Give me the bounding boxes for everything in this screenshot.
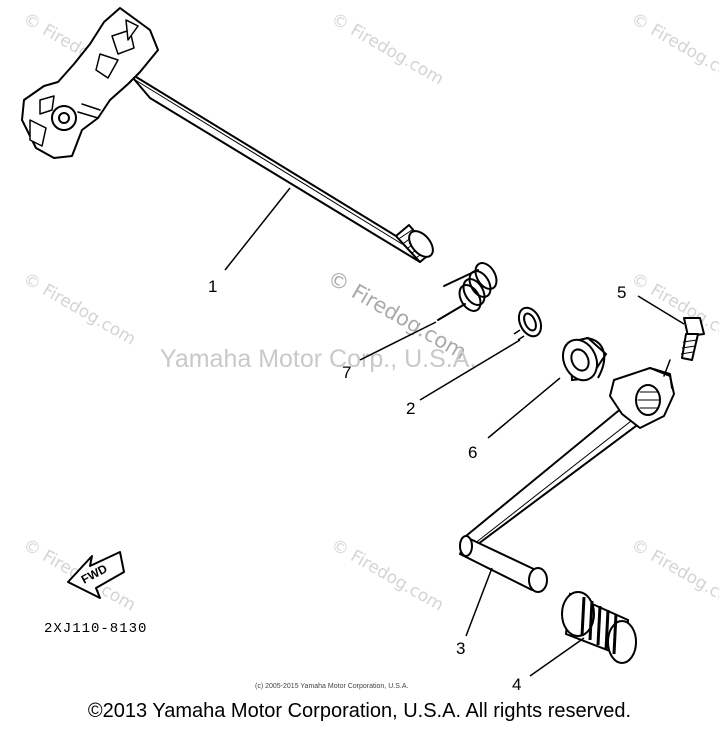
leader-line-3 [465, 567, 493, 637]
leader-line-6 [487, 377, 561, 439]
callout-5: 5 [617, 283, 626, 302]
watermark-brand: Yamaha Motor Corp., U.S.A. [160, 345, 476, 373]
bolt [680, 317, 705, 361]
callout-2: 2 [406, 399, 415, 418]
watermark-text: © Firedog.com [628, 9, 719, 90]
copyright-notice: ©2013 Yamaha Motor Corporation, U.S.A. A… [87, 700, 632, 722]
leader-line-4 [529, 637, 585, 677]
watermark-text: © Firedog.com [328, 535, 447, 616]
watermark-text: © Firedog.com [628, 269, 719, 350]
leader-line-5 [637, 295, 685, 325]
torsion-spring [437, 262, 498, 321]
leader-line-7 [359, 321, 437, 361]
shift-shaft [21, 7, 434, 263]
pedal-rubber [561, 591, 637, 664]
leader-line-2 [419, 339, 521, 401]
watermark-text: © Firedog.com [328, 9, 447, 90]
callout-3: 3 [456, 639, 465, 658]
leader-line-1 [224, 187, 291, 271]
part-code: 2XJ110-8130 [44, 621, 147, 637]
callout-1: 1 [208, 277, 217, 296]
callout-7: 7 [342, 363, 351, 382]
watermark-text: © Firedog.com [20, 269, 139, 350]
small-copyright: (c) 2005-2015 Yamaha Motor Corporation, … [255, 683, 408, 690]
shift-pedal-arm [459, 359, 675, 593]
fwd-arrow: FWD [67, 551, 125, 599]
circlip [513, 306, 543, 341]
oil-seal [561, 336, 608, 382]
watermark-layer: © Firedog.com © Firedog.com © Firedog.co… [20, 9, 719, 616]
callout-6: 6 [468, 443, 477, 462]
watermark-text: © Firedog.com [628, 535, 719, 616]
callout-4: 4 [512, 675, 521, 694]
